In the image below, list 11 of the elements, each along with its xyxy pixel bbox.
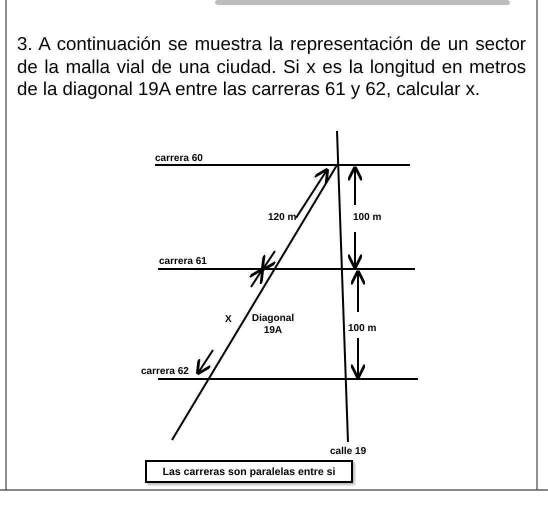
street-label: carrera 60 [155, 153, 203, 165]
variable-label: X [225, 314, 232, 326]
dimension-label: 100 m [348, 323, 376, 335]
street-label: carrera 61 [159, 256, 207, 268]
dimension-label: 120 m [268, 212, 296, 224]
street-label: carrera 62 [141, 366, 189, 378]
dimension-label: 100 m [353, 212, 382, 224]
note-box: Las carreras son paralelas entre si [145, 460, 353, 483]
street-label: Diagonal 19A [250, 313, 296, 337]
question-text: 3. A continuación se muestra la representación de un sector de la malla vial de una ciudad. Si x es la longitud en metros de la diagonal 19A entre las carreras 61 y 62, calcular x. [17, 33, 526, 101]
street-label: calle 19 [330, 446, 366, 458]
